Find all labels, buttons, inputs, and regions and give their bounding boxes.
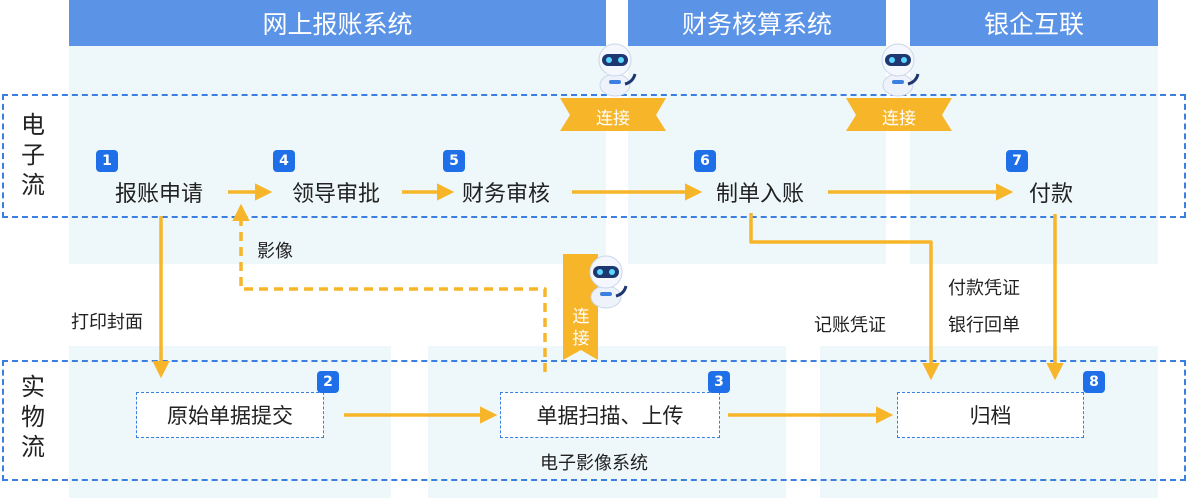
step-scan: 单据扫描、上传 — [500, 392, 720, 438]
scan-connector-label: 连 接 — [572, 307, 590, 349]
arrow-entry-archive — [749, 213, 940, 381]
scan-connector-ribbon — [563, 254, 598, 360]
step-badge-3: 3 — [708, 371, 730, 393]
step-badge-2: 2 — [317, 371, 339, 393]
step-badge-1: 1 — [96, 150, 118, 172]
step-apply: 报账申请 — [115, 182, 204, 207]
image-system-note: 电子影像系统 — [540, 453, 648, 474]
step-badge-8: 8 — [1083, 371, 1105, 393]
electronic-flow-lane — [2, 94, 1186, 218]
arrow-scan-image — [232, 203, 547, 372]
electronic-flow-label: 电 子 流 — [21, 111, 45, 199]
physical-flow-label: 实 物 流 — [21, 373, 45, 461]
step-badge-6: 6 — [694, 150, 716, 172]
voucher-note: 记账凭证 — [814, 315, 886, 336]
step-entry: 制单入账 — [716, 182, 805, 207]
robot-icon — [598, 43, 637, 97]
online-system-panel — [69, 46, 606, 264]
finance-system-header: 财务核算系统 — [628, 0, 886, 46]
step-badge-5: 5 — [443, 150, 465, 172]
bank-receipt-note: 银行回单 — [948, 315, 1020, 336]
finance-system-panel — [628, 46, 886, 264]
pay-voucher-note: 付款凭证 — [948, 278, 1020, 299]
print-cover-note: 打印封面 — [71, 312, 143, 333]
step-approve: 领导审批 — [292, 182, 381, 207]
bank-connector-label: 连接 — [882, 109, 916, 129]
image-note: 影像 — [257, 241, 293, 262]
step-badge-4: 4 — [273, 150, 295, 172]
bank-connector-ribbon — [846, 98, 952, 131]
robot-icon — [881, 43, 920, 97]
robot-icon — [589, 255, 628, 309]
step-submit: 原始单据提交 — [136, 392, 324, 438]
bank-system-header: 银企互联 — [910, 0, 1158, 46]
step-archive: 归档 — [897, 392, 1084, 438]
physical-flow-lane — [2, 360, 1186, 481]
finance-connector-label: 连接 — [596, 109, 630, 129]
step-badge-7: 7 — [1006, 150, 1028, 172]
online-system-header: 网上报账系统 — [69, 0, 606, 46]
step-pay: 付款 — [1029, 182, 1074, 207]
step-review: 财务审核 — [462, 182, 551, 207]
bank-system-panel — [910, 46, 1158, 264]
finance-connector-ribbon — [560, 98, 666, 131]
